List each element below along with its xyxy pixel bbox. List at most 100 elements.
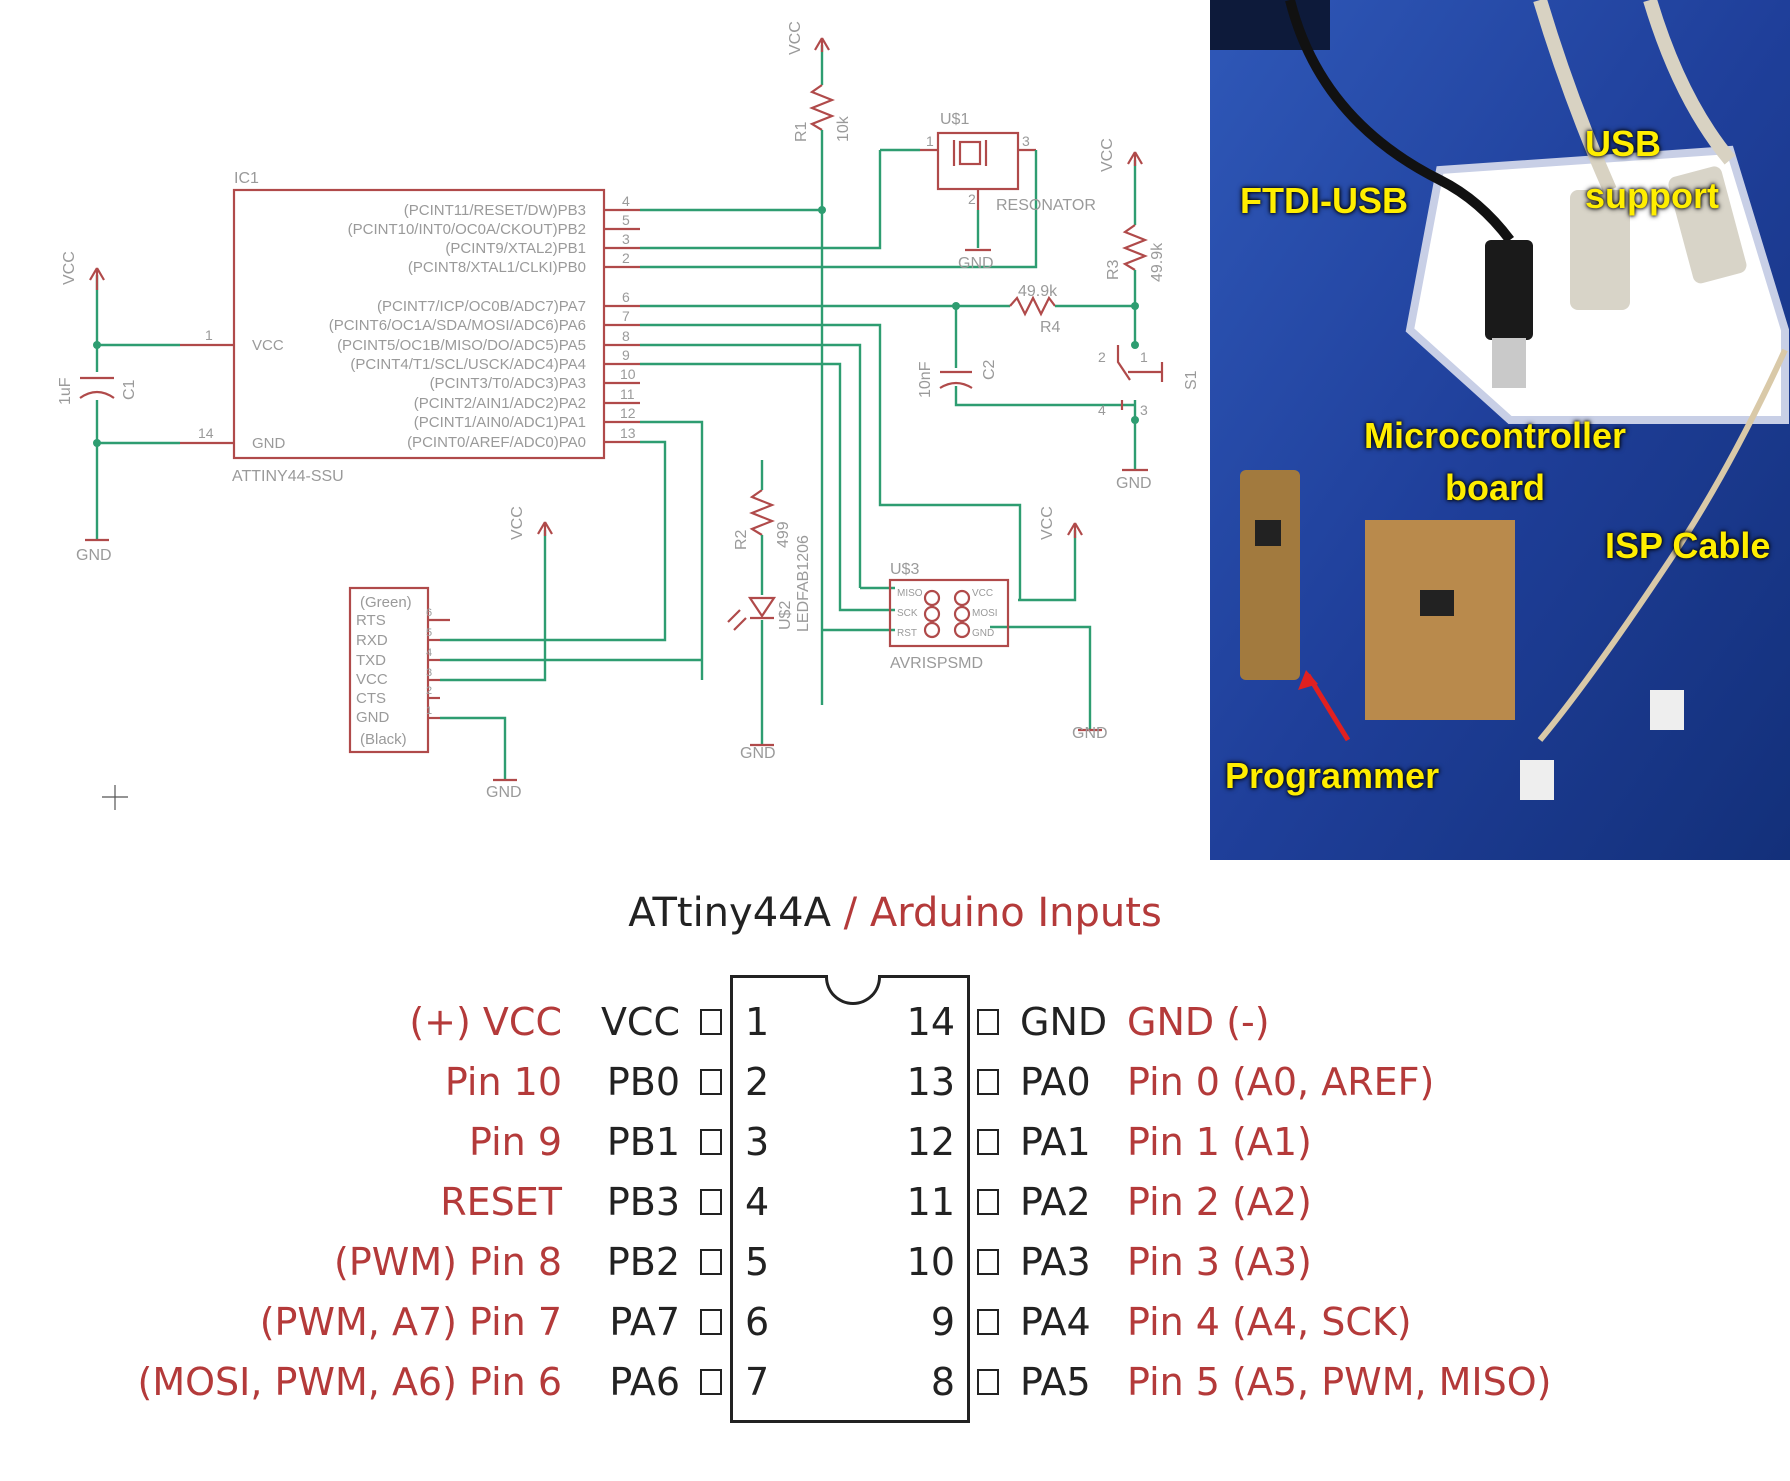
c1-ref: C1 [121,379,138,400]
ic1-pin-num: 13 [620,425,636,441]
right-port-label: PA0 [1020,1060,1091,1104]
ftdi-vcc-label: VCC [509,506,526,540]
ic1-part: ATTINY44-SSU [232,468,344,485]
u2-ref: U$2 [777,601,794,630]
ftdi-usb-tip [1492,338,1526,388]
right-pin-number: 14 [906,1000,955,1044]
left-arduino-label: (MOSI, PWM, A6) Pin 6 [137,1360,563,1404]
ic1-pin-name: (PCINT2/AIN1/ADC2)PA2 [414,395,586,412]
s1-ref: S1 [1183,370,1200,390]
ftdi-pin-num: 6 [426,607,432,619]
label-ftdi-usb: FTDI-USB [1240,180,1408,221]
right-arduino-label: Pin 5 (A5, PWM, MISO) [1127,1360,1552,1404]
right-pin-number: 9 [930,1300,955,1344]
left-arduino-label: Pin 10 [444,1060,562,1104]
ic1-pin-num: 5 [622,212,630,228]
hardware-photo: FTDI-USB USB support Microcontroller boa… [1210,0,1790,860]
programmer-arrow [1305,673,1351,742]
right-arduino-label: Pin 0 (A0, AREF) [1127,1060,1435,1104]
u3-ref: U$3 [890,561,919,578]
r4-ref: R4 [1040,319,1061,336]
u1-ref: U$1 [940,111,969,128]
microcontroller-chip [1420,590,1454,616]
pin-row: (+) VCC VCC 1 14 GND GND (-) [0,992,1790,1052]
left-pin-pad [700,1249,722,1275]
u1-part: RESONATOR [996,197,1096,214]
s1-pin: 3 [1140,402,1148,418]
pin-row: Pin 10 PB0 2 13 PA0 Pin 0 (A0, AREF) [0,1052,1790,1112]
led-circuit: R2 499 U$2 LEDFAB1206 GND [640,420,812,762]
right-pin-number: 8 [930,1360,955,1404]
ftdi-pin-name: RXD [356,632,388,649]
isp-cable [1537,348,1788,742]
label-programmer: Programmer [1225,755,1440,796]
left-arduino-label: RESET [440,1180,562,1224]
ftdi-pin-name: TXD [356,652,386,669]
left-pin-pad [700,1069,722,1095]
isp-connector-2 [1520,760,1554,800]
photo-illustration [1210,0,1790,860]
ic1-pin-num: 9 [622,347,630,363]
r2-value: 499 [775,521,792,548]
c1-network: VCC 1uF C1 GND [57,251,180,564]
left-port-label: VCC [600,1000,680,1044]
ftdi-pin-num: 3 [426,667,432,679]
ic1-pin-name: (PCINT1/AIN0/ADC1)PA1 [414,414,586,431]
ftdi-cable [1285,0,1514,244]
right-arduino-label: Pin 4 (A4, SCK) [1127,1300,1412,1344]
r2-ref: R2 [733,529,750,550]
ic1-pin-num: 8 [622,328,630,344]
ftdi-pin-name: RTS [356,612,386,629]
attiny44a-pinout: ATtiny44A / Arduino Inputs (+) VCC VCC 1… [0,880,1790,1440]
u3-vcc-label: VCC [1039,506,1056,540]
left-arduino-label: (PWM, A7) Pin 7 [259,1300,562,1344]
right-arduino-label: Pin 2 (A2) [1127,1180,1312,1224]
origin-cross [102,785,128,810]
right-pin-pad [977,1309,999,1335]
left-pin-number: 6 [745,1300,770,1344]
ftdi-pin-num: 1 [426,705,432,717]
left-port-label: PA6 [609,1360,680,1404]
ftdi-pin-num: 2 [426,685,432,697]
u3-pin: SCK [897,608,918,619]
u3-pin: VCC [972,588,993,599]
ic1-pin-name: (PCINT9/XTAL2)PB1 [445,240,586,257]
ic1-pin-name: (PCINT4/T1/SCL/USCK/ADC4)PA4 [350,356,586,373]
usb-cable [1533,0,1617,193]
ic1-pin-name: (PCINT7/ICP/OC0B/ADC7)PA7 [377,298,586,315]
ftdi-pin-num: 4 [426,647,432,659]
right-arduino-label: Pin 3 (A3) [1127,1240,1312,1284]
gnd-symbol-label: GND [76,547,112,564]
usb-plug-2 [1668,166,1747,284]
right-pin-pad [977,1129,999,1155]
s1-pin: 4 [1098,402,1106,418]
ic1-pin-name: (PCINT3/T0/ADC3)PA3 [430,375,586,392]
r1-ref: R1 [793,121,810,142]
right-pin-pad [977,1249,999,1275]
chip-outline [730,975,970,1423]
right-port-label: PA2 [1020,1180,1091,1224]
pin-row: (MOSI, PWM, A6) Pin 6 PA6 7 8 PA5 Pin 5 … [0,1352,1790,1412]
led-gnd: GND [740,745,776,762]
left-arduino-label: (PWM) Pin 8 [334,1240,562,1284]
left-port-label: PB1 [606,1120,680,1164]
left-pin-number: 1 [745,1000,770,1044]
ic1-gnd-label: GND [252,435,286,452]
ic1-pin-num: 10 [620,366,636,382]
ic1-pin-num: 11 [620,386,635,402]
right-port-label: PA4 [1020,1300,1091,1344]
right-pin-pad [977,1069,999,1095]
left-pin-pad [700,1009,722,1035]
schematic-diagram: IC1 ATTINY44-SSU VCC GND 1 14 (PCINT11/R… [57,21,1200,810]
left-arduino-label: Pin 9 [469,1120,562,1164]
ic1-pin-name: (PCINT8/XTAL1/CLKI)PB0 [408,259,586,276]
r1-vcc-label: VCC [787,21,804,55]
u1-pin: 3 [1022,133,1030,149]
right-pin-number: 13 [906,1060,955,1104]
reset-circuit: VCC R3 49.9k 49.9k R4 10nF C2 S1 2 1 4 3… [640,138,1200,492]
left-pin-number: 7 [745,1360,770,1404]
c1-value: 1uF [57,377,74,405]
r3-ref: R3 [1105,259,1122,280]
ftdi-usb-plug [1485,240,1533,340]
ftdi-pin-name: VCC [356,671,388,688]
